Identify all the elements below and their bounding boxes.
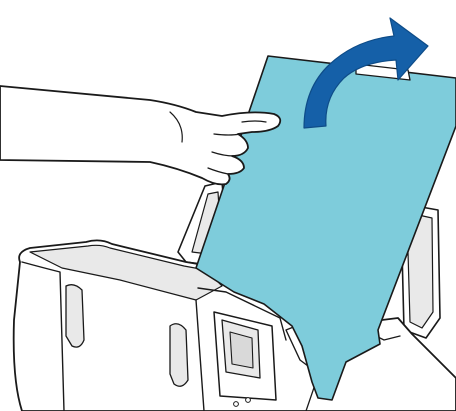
scanner-handle-slot-left — [66, 285, 84, 347]
scanner-display-screen — [230, 332, 253, 368]
hand-icon — [0, 86, 280, 184]
scanner-handle-slot-right — [170, 324, 188, 387]
scanner-button-2 — [246, 398, 251, 403]
hand-shape — [0, 86, 280, 184]
scanner-button-1 — [234, 402, 239, 407]
